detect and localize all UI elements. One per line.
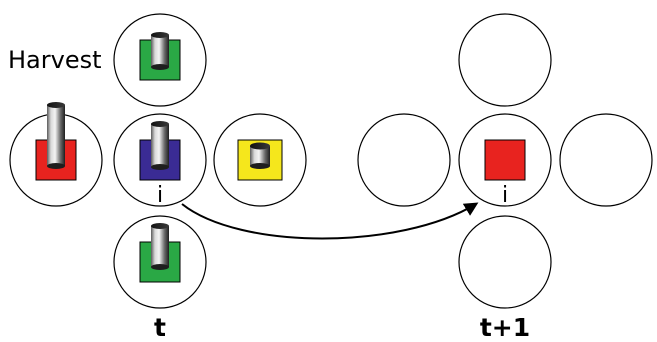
cell-t-up bbox=[113, 13, 207, 107]
biomass-cylinder bbox=[47, 102, 65, 169]
biomass-cylinder bbox=[151, 32, 169, 70]
biomass-cylinder bbox=[151, 223, 169, 270]
harvest-label: Harvest bbox=[8, 46, 102, 74]
cell-t-center bbox=[113, 113, 207, 207]
transition-arrow bbox=[181, 202, 479, 240]
cell-t1-right bbox=[559, 113, 653, 207]
biomass-cylinder bbox=[250, 142, 270, 169]
patch-square-red bbox=[484, 139, 526, 181]
panel-t1 bbox=[357, 13, 653, 309]
cell-t1-center bbox=[458, 113, 552, 207]
cell-index-label-t: i bbox=[157, 183, 163, 208]
cell-t1-down bbox=[458, 215, 552, 309]
cell-t-right bbox=[213, 113, 307, 207]
biomass-cylinder bbox=[151, 121, 169, 170]
time-label-t: t bbox=[154, 313, 166, 342]
cell-t1-left bbox=[357, 113, 451, 207]
cell-t-down bbox=[113, 215, 207, 309]
panel-t bbox=[9, 13, 307, 309]
time-label-t1: t+1 bbox=[480, 313, 530, 342]
cell-t-left bbox=[9, 102, 103, 207]
cell-index-label-t1: i bbox=[502, 183, 508, 208]
cell-t1-up bbox=[458, 13, 552, 107]
